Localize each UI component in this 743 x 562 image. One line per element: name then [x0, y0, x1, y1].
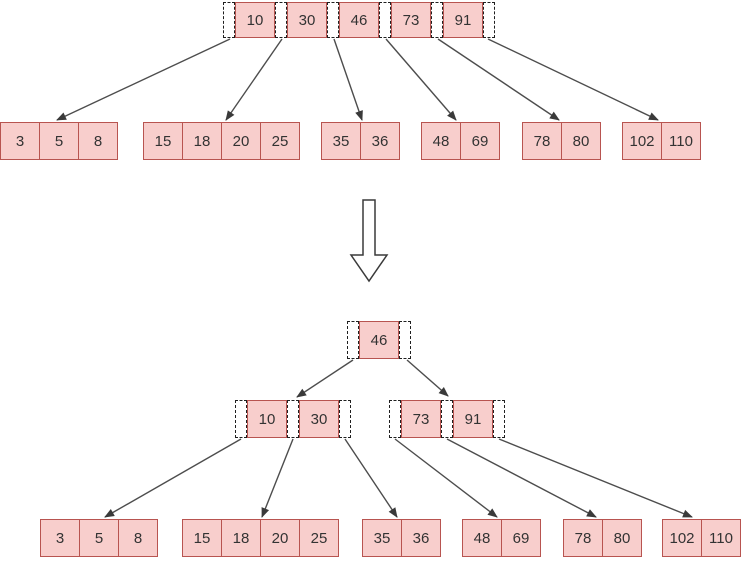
edge-root-leaf-3: [333, 38, 363, 121]
key-cell: 30: [299, 400, 339, 438]
key-cell: 15: [182, 519, 222, 557]
edge-root-leaf-2: [225, 38, 283, 121]
key-cell: 3: [0, 122, 40, 160]
child-pointer-slot: [287, 400, 299, 438]
key-cell: 18: [221, 519, 261, 557]
edge-newroot-right: [406, 359, 449, 397]
key-cell: 3: [40, 519, 80, 557]
key-cell: 30: [287, 2, 327, 38]
key-cell: 69: [501, 519, 541, 557]
key-cell: 35: [362, 519, 402, 557]
edge-root-leaf-5: [437, 38, 560, 121]
key-cell: 35: [321, 122, 361, 160]
btree-root-before: 10 30 46 73 91: [223, 2, 495, 38]
key-cell: 5: [39, 122, 79, 160]
key-cell: 8: [78, 122, 118, 160]
child-pointer-slot: [327, 2, 339, 38]
leaf-node-before-6: 102 110: [622, 122, 701, 160]
leaf-node-after-4: 48 69: [462, 519, 541, 557]
key-cell: 5: [79, 519, 119, 557]
edge-internal1-leaf-3: [344, 438, 398, 518]
edge-root-leaf-6: [487, 38, 659, 121]
key-cell: 73: [391, 2, 431, 38]
edge-root-leaf-1: [56, 38, 231, 121]
key-cell: 48: [462, 519, 502, 557]
leaf-node-before-2: 15 18 20 25: [143, 122, 300, 160]
key-cell: 8: [118, 519, 158, 557]
key-cell: 91: [443, 2, 483, 38]
child-pointer-slot: [379, 2, 391, 38]
key-cell: 91: [453, 400, 493, 438]
edge-newroot-left: [296, 359, 354, 398]
key-cell: 15: [143, 122, 183, 160]
child-pointer-slot: [493, 400, 505, 438]
child-pointer-slot: [441, 400, 453, 438]
child-pointer-slot: [389, 400, 401, 438]
edge-internal2-leaf-4: [394, 438, 498, 518]
leaf-node-after-3: 35 36: [362, 519, 441, 557]
key-cell: 102: [662, 519, 702, 557]
pointer-edges: [56, 38, 693, 518]
internal-node-left: 10 30: [235, 400, 351, 438]
key-cell: 80: [561, 122, 601, 160]
edge-internal1-leaf-1: [104, 438, 242, 518]
key-cell: 36: [401, 519, 441, 557]
leaf-node-after-6: 102 110: [662, 519, 741, 557]
key-cell: 80: [602, 519, 642, 557]
child-pointer-slot: [339, 400, 351, 438]
child-pointer-slot: [275, 2, 287, 38]
key-cell: 69: [460, 122, 500, 160]
key-cell: 73: [401, 400, 441, 438]
key-cell: 10: [235, 2, 275, 38]
edge-internal2-leaf-5: [446, 438, 597, 518]
leaf-node-before-3: 35 36: [321, 122, 400, 160]
key-cell: 20: [260, 519, 300, 557]
child-pointer-slot: [347, 321, 359, 359]
key-cell: 18: [182, 122, 222, 160]
edge-root-leaf-4: [385, 38, 457, 121]
btree-root-after: 46: [347, 321, 411, 359]
transform-down-arrow: [349, 199, 389, 283]
child-pointer-slot: [431, 2, 443, 38]
edge-internal2-leaf-6: [498, 438, 693, 518]
leaf-node-after-1: 3 5 8: [40, 519, 158, 557]
leaf-node-after-2: 15 18 20 25: [182, 519, 339, 557]
key-cell: 46: [339, 2, 379, 38]
key-cell: 10: [247, 400, 287, 438]
internal-node-right: 73 91: [389, 400, 505, 438]
leaf-node-before-4: 48 69: [421, 122, 500, 160]
child-pointer-slot: [399, 321, 411, 359]
key-cell: 78: [563, 519, 603, 557]
child-pointer-slot: [235, 400, 247, 438]
key-cell: 25: [260, 122, 300, 160]
edge-internal1-leaf-2: [261, 438, 294, 518]
key-cell: 25: [299, 519, 339, 557]
child-pointer-slot: [223, 2, 235, 38]
key-cell: 20: [221, 122, 261, 160]
leaf-node-after-5: 78 80: [563, 519, 642, 557]
key-cell: 102: [622, 122, 662, 160]
key-cell: 110: [661, 122, 701, 160]
leaf-node-before-5: 78 80: [522, 122, 601, 160]
key-cell: 46: [359, 321, 399, 359]
key-cell: 48: [421, 122, 461, 160]
key-cell: 78: [522, 122, 562, 160]
key-cell: 36: [360, 122, 400, 160]
key-cell: 110: [701, 519, 741, 557]
child-pointer-slot: [483, 2, 495, 38]
leaf-node-before-1: 3 5 8: [0, 122, 118, 160]
